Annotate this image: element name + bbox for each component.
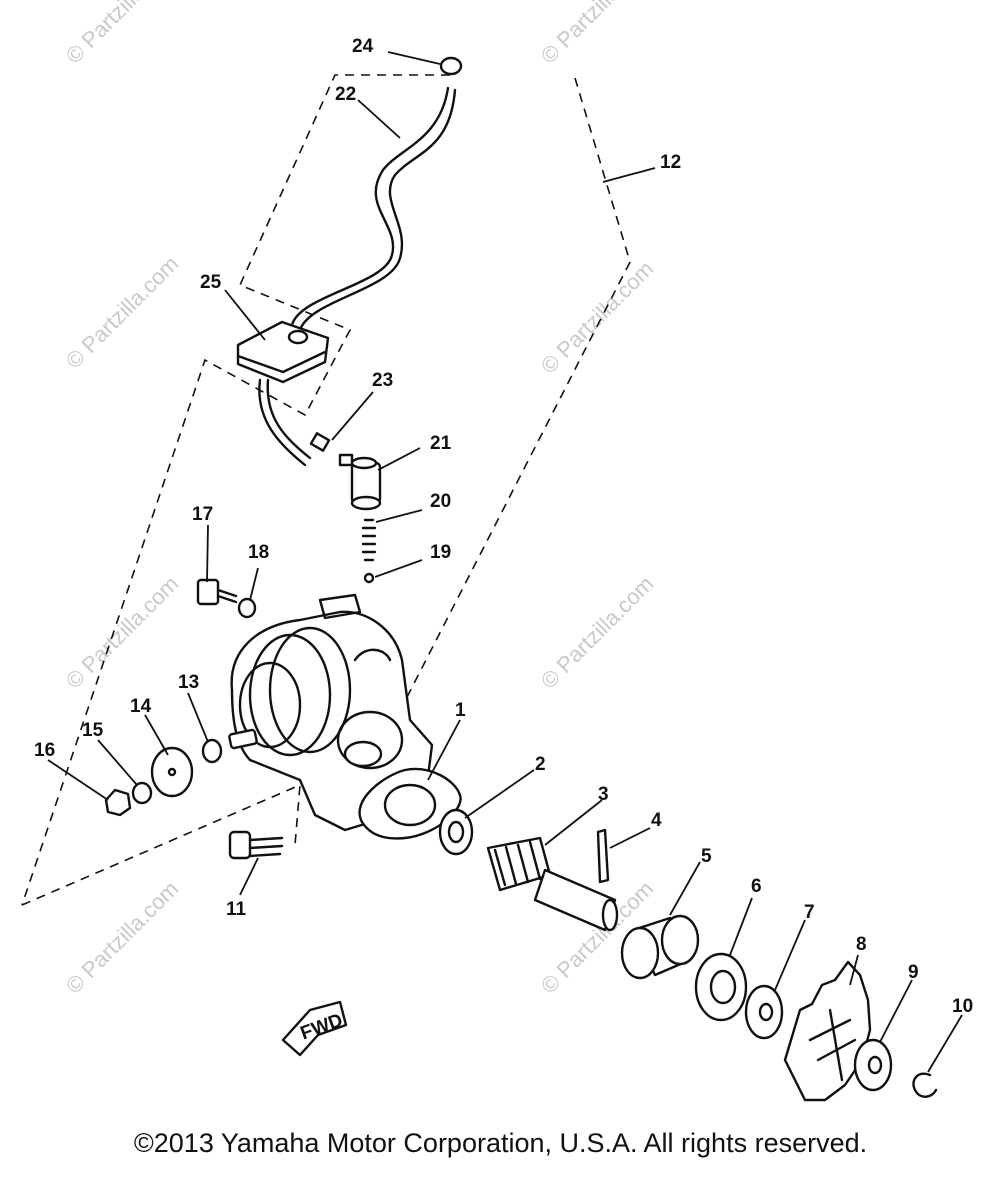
drive-shaft bbox=[486, 828, 619, 932]
oil-delivery-pipe bbox=[258, 86, 457, 467]
callout-7: 7 bbox=[804, 902, 815, 923]
callout-5: 5 bbox=[701, 846, 712, 867]
bolt bbox=[228, 830, 284, 860]
watermark: © Partzilla.com bbox=[536, 571, 659, 694]
left-side-stack bbox=[104, 738, 223, 817]
callout-11: 11 bbox=[226, 899, 247, 920]
callout-17: 17 bbox=[192, 504, 213, 525]
fittings bbox=[309, 432, 382, 584]
callout-24: 24 bbox=[352, 36, 374, 57]
watermark: © Partzilla.com bbox=[61, 876, 184, 999]
gasket-and-seal bbox=[358, 767, 474, 856]
callout-12: 12 bbox=[660, 152, 681, 173]
callout-20: 20 bbox=[430, 491, 451, 512]
callout-8: 8 bbox=[856, 934, 867, 955]
gear-stack bbox=[620, 914, 938, 1102]
callout-21: 21 bbox=[430, 433, 452, 454]
callout-14: 14 bbox=[130, 696, 152, 717]
callout-2: 2 bbox=[535, 754, 546, 775]
callout-3: 3 bbox=[598, 784, 609, 805]
callout-18: 18 bbox=[248, 542, 269, 563]
watermark: © Partzilla.com bbox=[61, 0, 184, 69]
callout-19: 19 bbox=[430, 542, 451, 563]
oil-pump-body bbox=[228, 593, 434, 832]
leader-lines bbox=[47, 51, 963, 1073]
bolt-and-washer bbox=[196, 578, 257, 619]
callout-15: 15 bbox=[82, 720, 104, 741]
callout-23: 23 bbox=[372, 370, 393, 391]
callout-10: 10 bbox=[952, 996, 973, 1017]
watermark: © Partzilla.com bbox=[536, 0, 659, 69]
callout-13: 13 bbox=[178, 672, 199, 693]
copyright-notice: ©2013 Yamaha Motor Corporation, U.S.A. A… bbox=[133, 1128, 868, 1158]
watermark: © Partzilla.com bbox=[61, 251, 184, 374]
assembly-boundary bbox=[21, 74, 631, 906]
callout-4: 4 bbox=[651, 810, 662, 831]
callout-6: 6 bbox=[751, 876, 762, 897]
watermark: © Partzilla.com bbox=[536, 256, 659, 379]
grommet bbox=[236, 320, 330, 384]
watermark: © Partzilla.com bbox=[61, 571, 184, 694]
callout-16: 16 bbox=[34, 740, 55, 761]
callouts: 24 22 12 25 23 21 20 19 17 18 13 14 15 1… bbox=[34, 36, 973, 1017]
callout-9: 9 bbox=[908, 962, 919, 983]
pipe-clamp bbox=[439, 56, 463, 76]
callout-25: 25 bbox=[200, 272, 222, 293]
forward-arrow: FWD bbox=[281, 1000, 348, 1057]
callout-22: 22 bbox=[335, 84, 356, 105]
callout-1: 1 bbox=[455, 700, 466, 721]
